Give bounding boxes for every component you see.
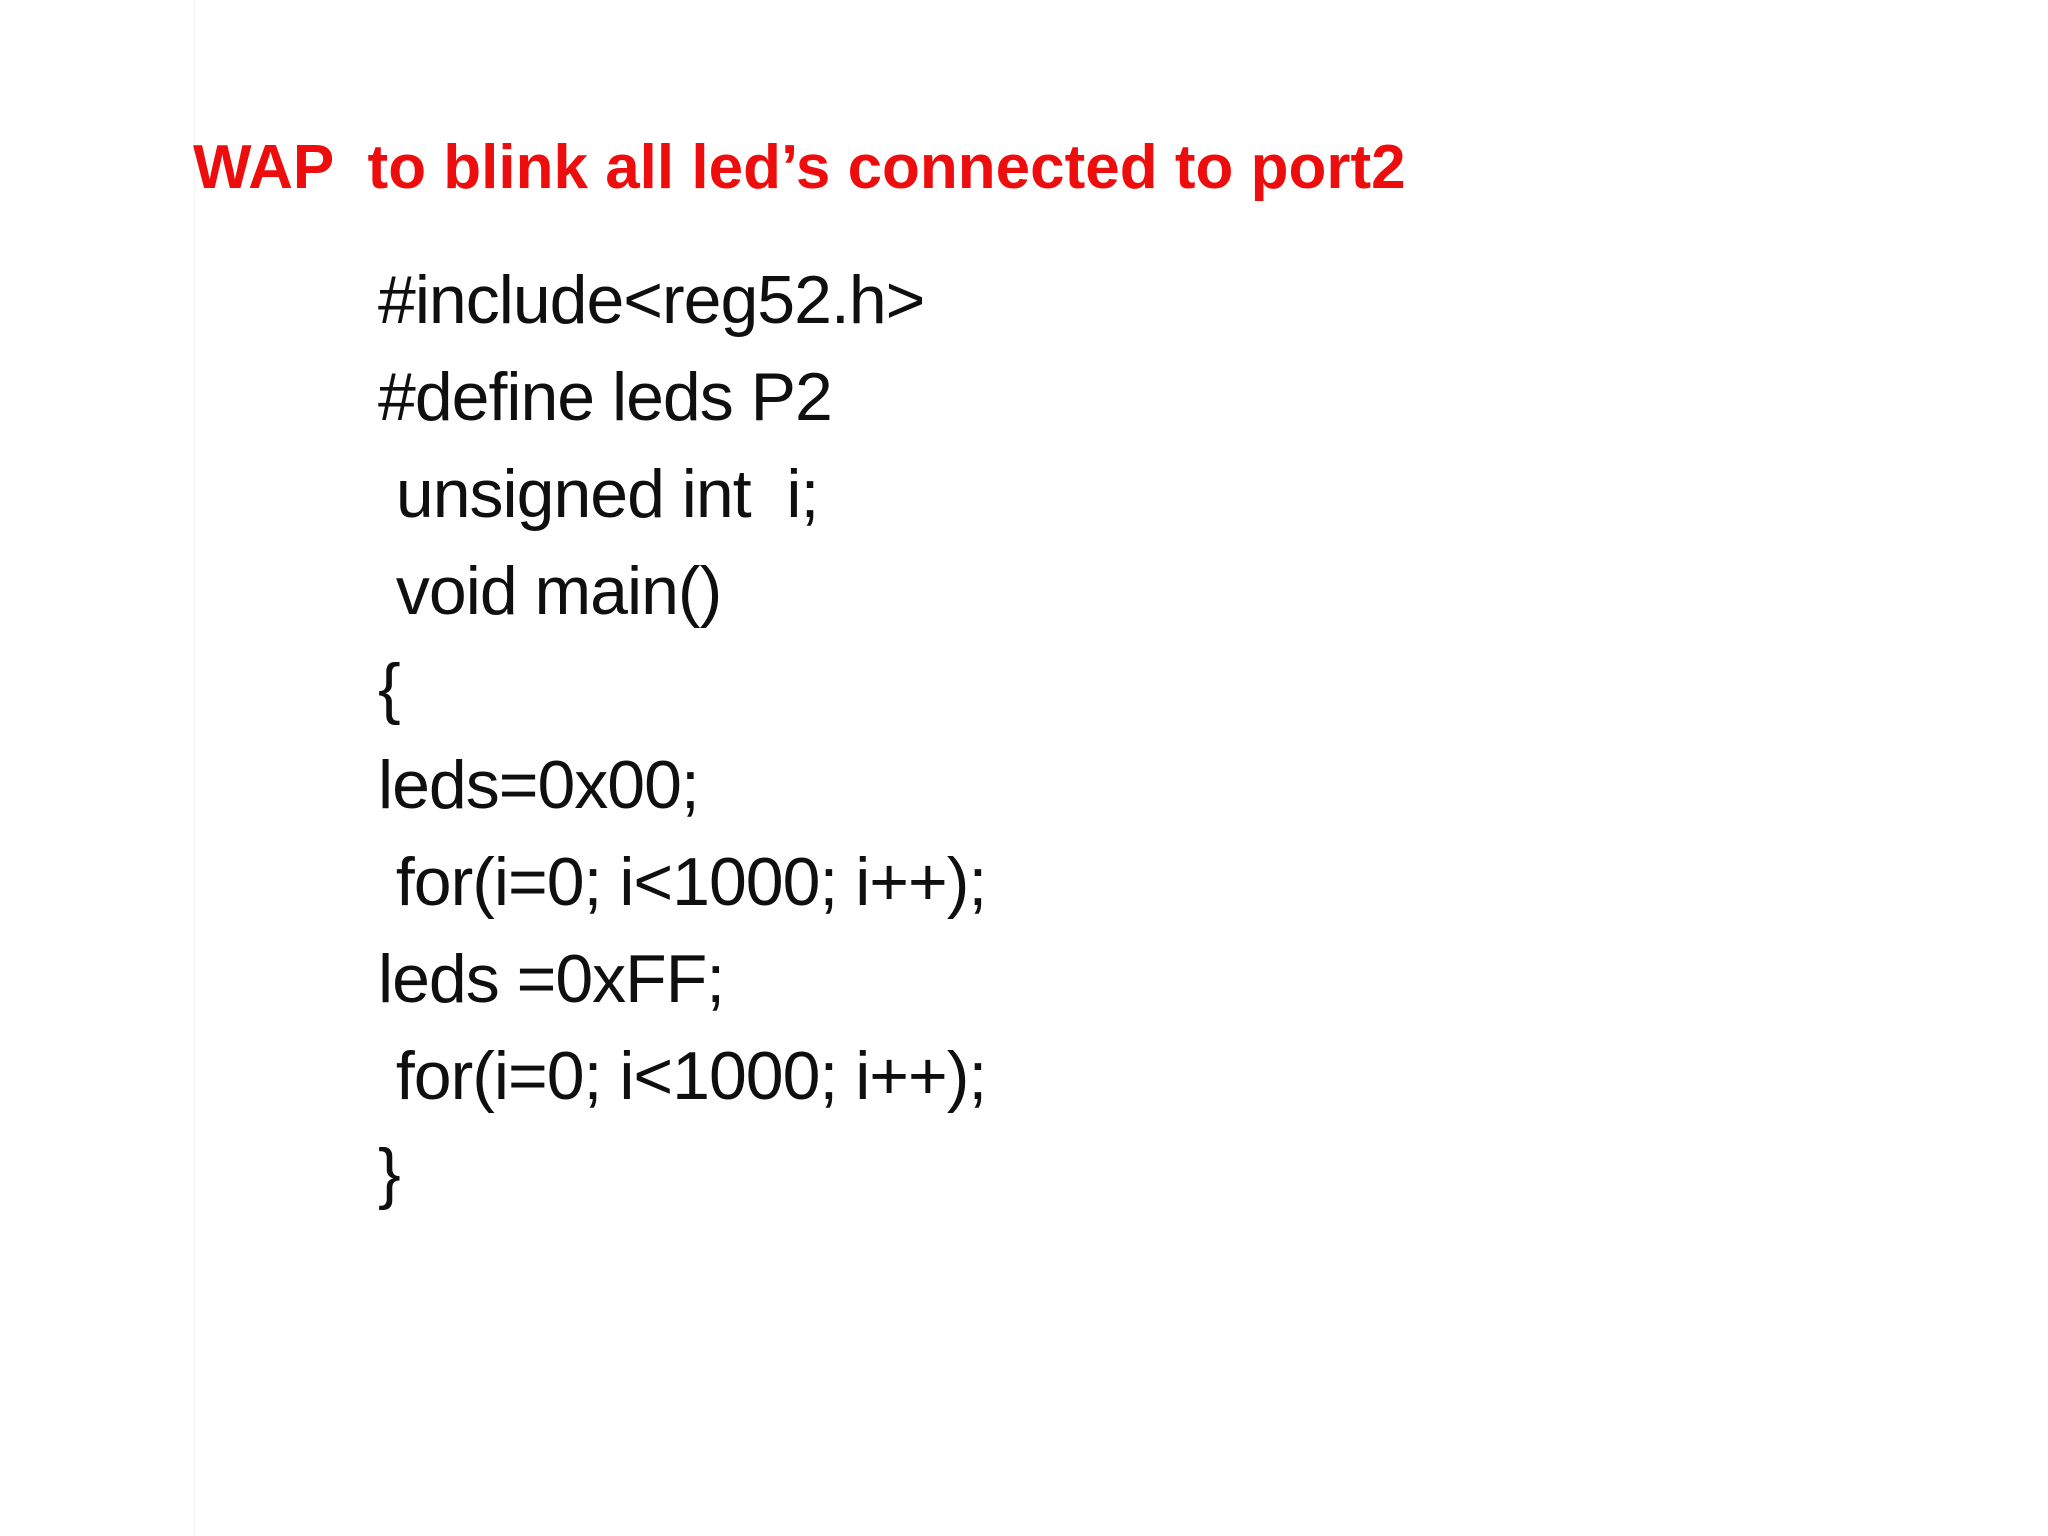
code-line: unsigned int i; bbox=[378, 456, 820, 532]
code-line: #include<reg52.h> bbox=[378, 262, 925, 338]
code-line: #define leds P2 bbox=[378, 359, 833, 435]
slide-title: WAP to blink all led’s connected to port… bbox=[193, 133, 1406, 202]
code-line: void main() bbox=[378, 553, 722, 629]
code-block: #include<reg52.h> #define leds P2 unsign… bbox=[378, 252, 987, 1222]
slide-content-edge bbox=[194, 0, 195, 1536]
code-line: leds =0xFF; bbox=[378, 941, 725, 1017]
code-line: for(i=0; i<1000; i++); bbox=[378, 1038, 987, 1114]
code-line: } bbox=[378, 1135, 401, 1211]
code-line: leds=0x00; bbox=[378, 747, 700, 823]
code-line: for(i=0; i<1000; i++); bbox=[378, 844, 987, 920]
code-line: { bbox=[378, 650, 401, 726]
